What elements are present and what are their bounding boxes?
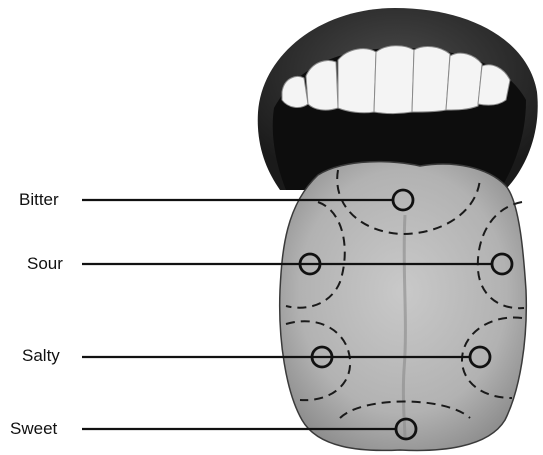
bitter-label: Bitter (19, 191, 59, 208)
sweet-label: Sweet (10, 420, 57, 437)
salty-label: Salty (22, 347, 60, 364)
sour-label: Sour (27, 255, 63, 272)
